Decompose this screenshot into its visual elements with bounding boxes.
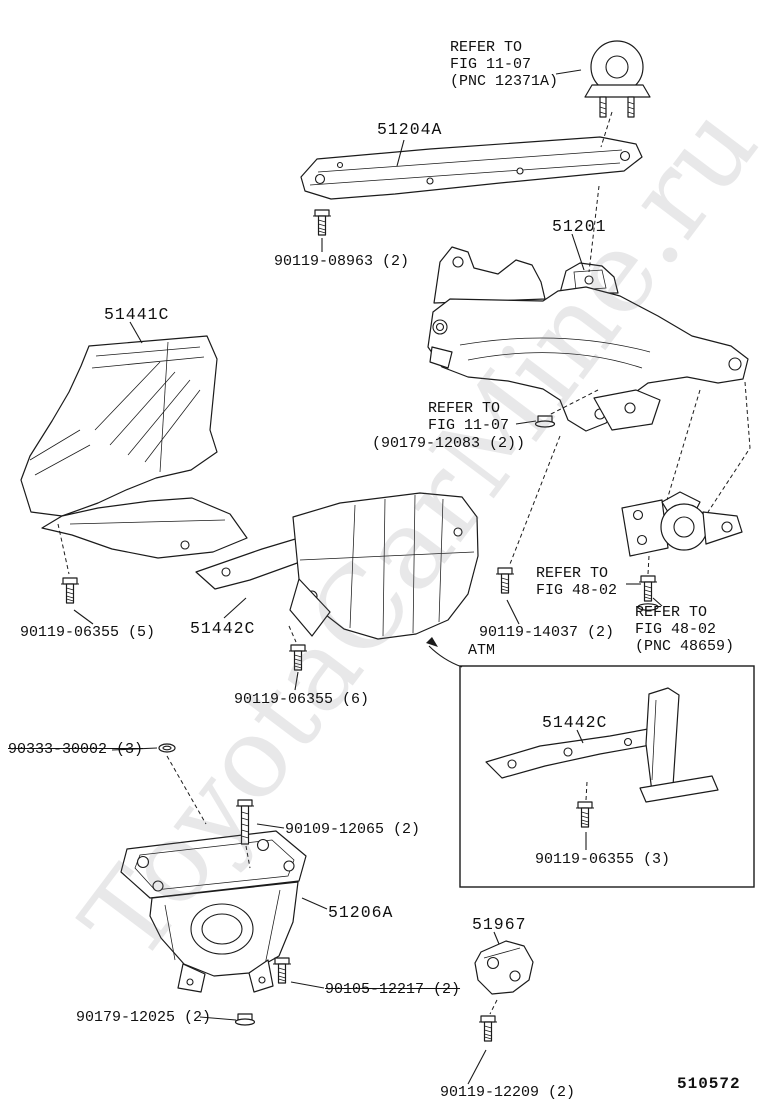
part-label-51201: 51201 [552, 217, 607, 236]
atm-label: ATM [468, 642, 496, 659]
part-label-90119-06355-5: 90119-06355 (5) [20, 624, 156, 641]
atm-arrowhead [426, 637, 438, 647]
part-label-51442c-atm: 51442C [542, 713, 608, 732]
engine-mount-drawing [584, 40, 651, 118]
suspension-member-51201-drawing [427, 246, 749, 432]
part-label-90179-12083: (90179-12083 (2)) [372, 435, 526, 452]
leader-lines [57, 69, 751, 1085]
undercover-51441c-drawing [20, 335, 248, 559]
part-label-90105-12217: 90105-12217 (2) [325, 981, 461, 998]
part-label-51442c: 51442C [190, 619, 256, 638]
part-label-90119-12209: 90119-12209 (2) [440, 1084, 576, 1101]
part-label-90119-06355-3: 90119-06355 (3) [535, 851, 671, 868]
part-label-90119-08963: 90119-08963 (2) [274, 253, 410, 270]
part-label-51206a: 51206A [328, 903, 394, 922]
part-label-51441c: 51441C [104, 305, 170, 324]
refer-note-fig-11-07-top: REFER TO FIG 11-07 (PNC 12371A) [450, 39, 559, 90]
mount-bracket-48659-drawing [621, 491, 743, 557]
bracket-51967-drawing [474, 940, 534, 995]
part-label-51967: 51967 [472, 915, 527, 934]
part-label-90109-12065: 90109-12065 (2) [285, 821, 421, 838]
part-label-90179-12025: 90179-12025 (2) [76, 1009, 212, 1026]
atm-arrow [428, 645, 463, 668]
refer-note-fig-48-02: REFER TO FIG 48-02 [536, 565, 618, 599]
part-label-90119-14037: 90119-14037 (2) [479, 624, 615, 641]
fasteners [60, 209, 659, 1042]
mounting-member-51206a-drawing [120, 830, 307, 993]
diagram-number: 510572 [677, 1075, 741, 1093]
part-label-51204a: 51204A [377, 120, 443, 139]
undercover-51442c-drawing [195, 492, 479, 640]
inset-box [459, 665, 755, 888]
part-label-90333-30002: 90333-30002 (3) [8, 741, 144, 758]
undercover-51442c-atm-drawing [485, 687, 719, 803]
refer-note-fig-11-07-mid: REFER TO FIG 11-07 [428, 400, 510, 434]
refer-note-fig-48-02-pnc: REFER TO FIG 48-02 (PNC 48659) [635, 604, 735, 655]
crossmember-bar-51204a-drawing [300, 136, 643, 200]
part-label-90119-06355-6: 90119-06355 (6) [234, 691, 370, 708]
